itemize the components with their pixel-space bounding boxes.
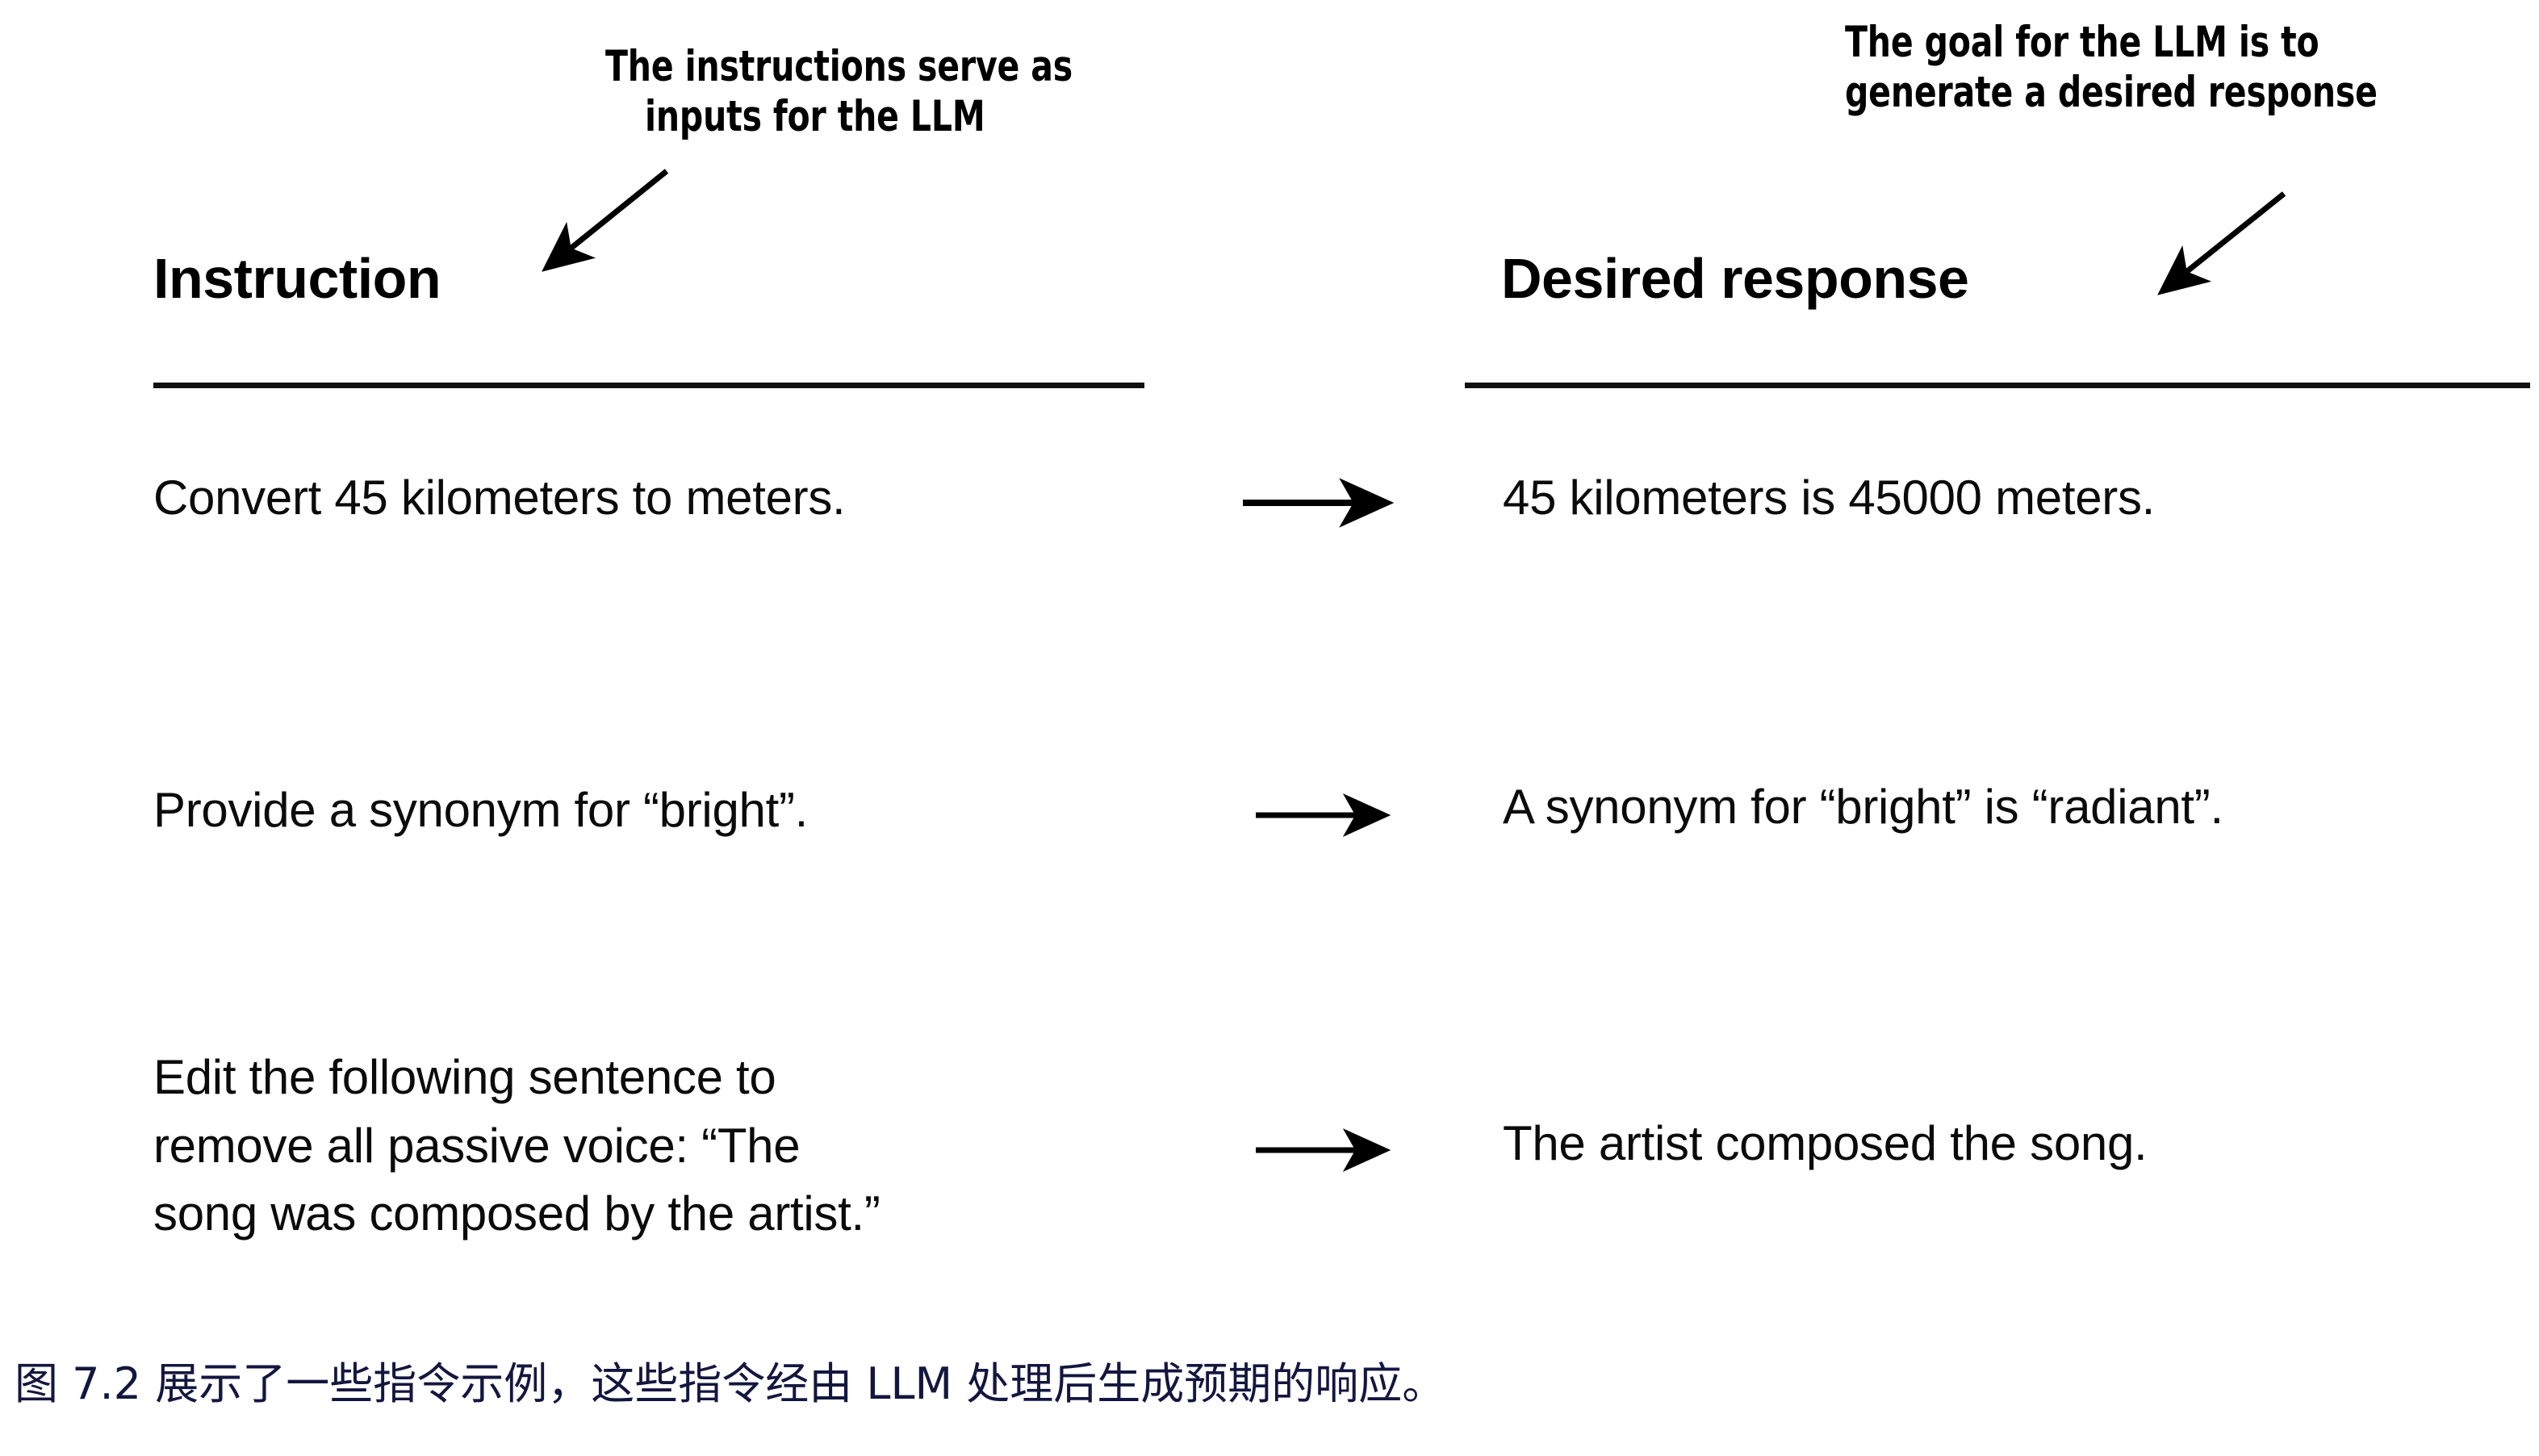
right-arrow-icon-row-1 (1243, 478, 1395, 528)
response-cell-3: The artist composed the song. (1503, 1116, 2148, 1170)
instruction-cell-3: Edit the following sentence to remove al… (153, 1050, 880, 1241)
response-callout-line1: The goal for the LLM is to (1845, 18, 2319, 67)
right-arrow-icon-row-3 (1256, 1128, 1391, 1172)
response-cell-2: A synonym for “bright” is “radiant”. (1503, 780, 2223, 834)
right-arrow-icon-row-2 (1256, 793, 1391, 837)
column-header-instruction: Instruction (153, 247, 441, 310)
divider-rule-right (1465, 383, 2530, 388)
response-callout-line2: generate a desired response (1845, 68, 2378, 117)
instruction-callout-line1: The instructions serve as (605, 42, 1073, 91)
response-callout-arrow-icon (2157, 191, 2286, 295)
instruction-callout-line2: inputs for the LLM (645, 92, 985, 141)
response-cell-1: 45 kilometers is 45000 meters. (1503, 471, 2156, 525)
response-callout-text: The goal for the LLM is to generate a de… (1845, 18, 2378, 118)
instruction-callout-arrow-icon (542, 169, 669, 272)
column-header-desired-response: Desired response (1501, 247, 1969, 310)
instruction-cell-2: Provide a synonym for “bright”. (153, 783, 809, 837)
instruction-callout-text: The instructions serve as inputs for the… (605, 42, 1073, 142)
figure-caption: 图 7.2 展示了一些指令示例，这些指令经由 LLM 处理后生成预期的响应。 (15, 1358, 1446, 1409)
divider-rule-left (153, 383, 1144, 388)
instruction-cell-1: Convert 45 kilometers to meters. (153, 471, 846, 525)
